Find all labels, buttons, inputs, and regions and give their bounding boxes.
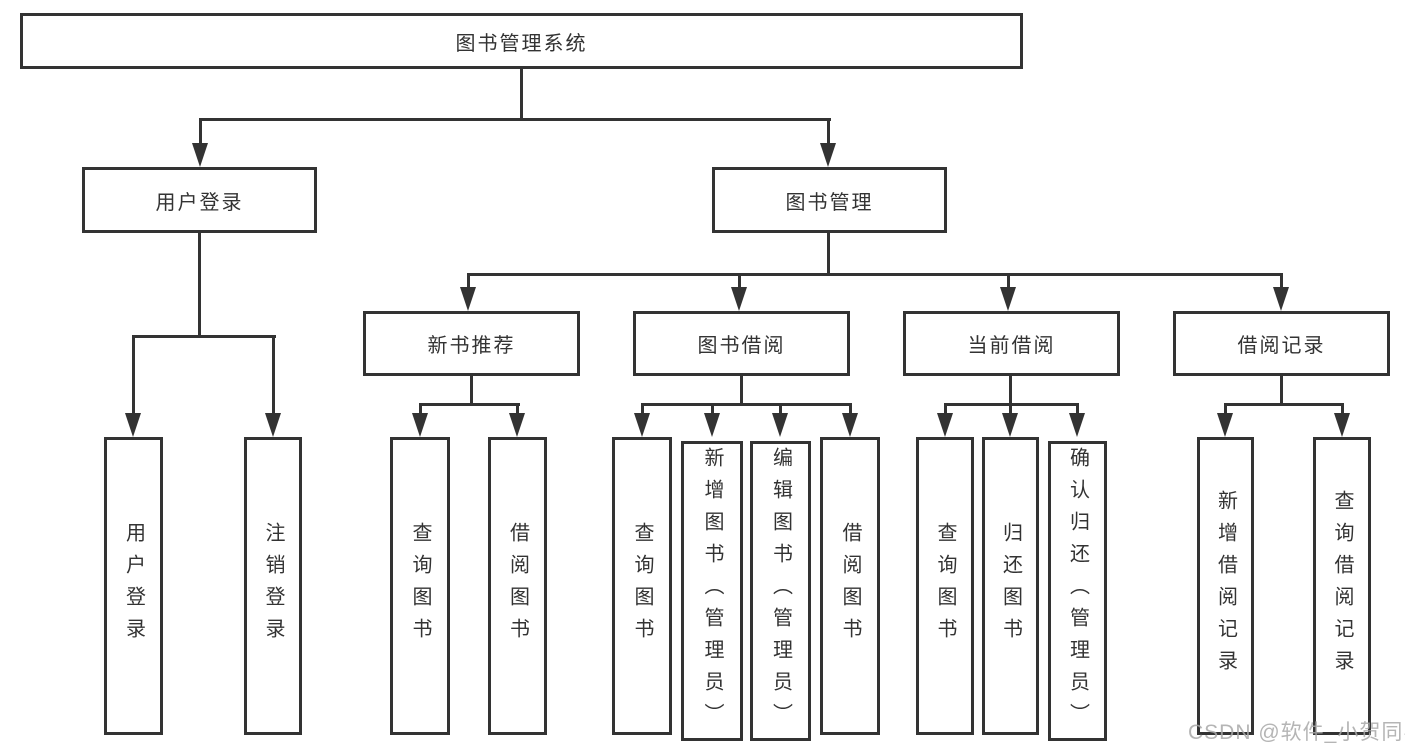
connector-line <box>132 335 276 338</box>
leaf-label: 用户登录 <box>122 522 145 650</box>
watermark: CSDN @软件_小贺同学 <box>1188 721 1405 744</box>
node-label: 图书借阅 <box>697 335 786 357</box>
arrow-down-icon <box>460 287 476 311</box>
arrow-down-icon <box>125 413 141 437</box>
arrow-down-icon <box>509 413 525 437</box>
connector-line <box>849 403 852 413</box>
arrow-down-icon <box>1273 287 1289 311</box>
connector-line <box>711 403 714 413</box>
connector-line <box>641 403 644 413</box>
arrow-down-icon <box>1069 413 1085 437</box>
leaf-label: 借阅图书 <box>506 522 529 650</box>
leaf-query-books: 查询图书 <box>390 437 450 735</box>
arrow-down-icon <box>1217 413 1233 437</box>
node-current-borrow: 当前借阅 <box>903 311 1120 376</box>
arrow-down-icon <box>634 413 650 437</box>
leaf-add-books-admin: 新增图书（管理员） <box>681 441 743 741</box>
arrow-down-icon <box>1000 287 1016 311</box>
node-book-management: 图书管理 <box>712 167 947 233</box>
connector-line <box>827 118 830 143</box>
connector-line <box>1076 403 1079 413</box>
leaf-logout: 注销登录 <box>244 437 302 735</box>
leaf-label: 注销登录 <box>262 522 284 650</box>
arrow-down-icon <box>704 413 720 437</box>
leaf-label: 新增借阅记录 <box>1214 490 1237 682</box>
connector-line <box>467 273 1282 276</box>
connector-line <box>1224 403 1227 413</box>
node-borrow-records: 借阅记录 <box>1173 311 1390 376</box>
connector-line <box>1007 273 1010 287</box>
node-label: 用户登录 <box>155 191 244 214</box>
leaf-label: 查询图书 <box>631 522 653 650</box>
arrow-down-icon <box>265 413 281 437</box>
connector-line <box>1341 403 1344 413</box>
arrow-down-icon <box>772 413 788 437</box>
node-label: 新书推荐 <box>427 335 516 357</box>
node-label: 借阅记录 <box>1237 335 1326 357</box>
leaf-return-books: 归还图书 <box>982 437 1039 735</box>
connector-line <box>419 403 422 413</box>
node-label: 图书管理系统 <box>455 32 588 55</box>
connector-line <box>1224 403 1344 406</box>
leaf-label: 查询借阅记录 <box>1331 490 1353 682</box>
leaf-label: 归还图书 <box>999 522 1022 650</box>
connector-line <box>467 273 470 287</box>
connector-line <box>470 376 473 403</box>
leaf-label: 查询图书 <box>934 522 956 650</box>
leaf-label: 查询图书 <box>409 522 431 650</box>
connector-line <box>419 403 520 406</box>
connector-line <box>944 403 947 413</box>
connector-line <box>827 233 830 273</box>
connector-line <box>272 335 275 413</box>
connector-line <box>198 232 201 335</box>
arrow-down-icon <box>412 413 428 437</box>
leaf-query-books: 查询图书 <box>916 437 974 735</box>
leaf-user-login: 用户登录 <box>104 437 163 735</box>
connector-line <box>132 335 135 413</box>
node-label: 图书管理 <box>785 191 874 214</box>
connector-line <box>641 403 852 406</box>
arrow-down-icon <box>1002 413 1018 437</box>
leaf-confirm-return-admin: 确认归还（管理员） <box>1048 441 1107 741</box>
arrow-down-icon <box>820 143 836 167</box>
connector-line <box>1280 376 1283 403</box>
connector-line <box>1280 273 1283 287</box>
node-label: 当前借阅 <box>967 335 1056 357</box>
connector-line <box>740 376 743 403</box>
connector-line <box>738 273 741 287</box>
arrow-down-icon <box>1334 413 1350 437</box>
leaf-label: 确认归还（管理员） <box>1066 447 1089 735</box>
connector-line <box>516 403 519 413</box>
connector-line <box>520 69 523 118</box>
connector-line <box>1009 403 1012 413</box>
node-library-system: 图书管理系统 <box>20 13 1023 69</box>
connector-line <box>1009 376 1012 403</box>
arrow-down-icon <box>192 143 208 167</box>
connector-line <box>199 118 831 121</box>
leaf-borrow-books: 借阅图书 <box>820 437 880 735</box>
leaf-label: 借阅图书 <box>839 522 861 650</box>
leaf-add-borrow-record: 新增借阅记录 <box>1197 437 1254 735</box>
arrow-down-icon <box>842 413 858 437</box>
leaf-edit-books-admin: 编辑图书（管理员） <box>750 441 811 741</box>
leaf-label: 新增图书（管理员） <box>701 447 723 735</box>
node-user-login: 用户登录 <box>82 167 317 233</box>
leaf-query-books: 查询图书 <box>612 437 672 735</box>
leaf-label: 编辑图书（管理员） <box>769 447 792 735</box>
leaf-borrow-books: 借阅图书 <box>488 437 547 735</box>
leaf-query-borrow-record: 查询借阅记录 <box>1313 437 1371 735</box>
arrow-down-icon <box>731 287 747 311</box>
connector-line <box>199 118 202 143</box>
arrow-down-icon <box>937 413 953 437</box>
node-new-book-recommend: 新书推荐 <box>363 311 580 376</box>
connector-line <box>779 403 782 413</box>
node-book-borrow: 图书借阅 <box>633 311 850 376</box>
